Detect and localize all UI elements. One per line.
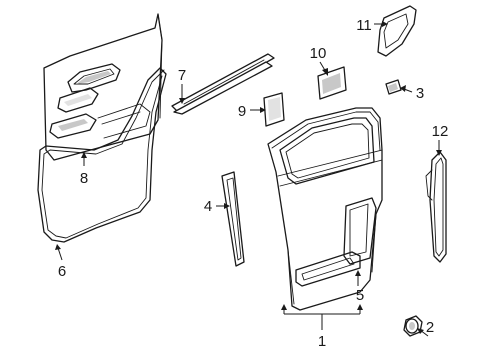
clip <box>385 79 402 95</box>
callout-12: 12 <box>432 123 449 140</box>
callout-6: 6 <box>58 263 66 280</box>
callout-10: 10 <box>310 45 327 62</box>
belt-moulding <box>171 53 275 115</box>
pad-9 <box>263 92 285 127</box>
callout-5: 5 <box>356 287 364 304</box>
callout-9: 9 <box>238 103 246 120</box>
callout-7: 7 <box>178 67 186 84</box>
callout-11: 11 <box>356 17 372 34</box>
plug <box>403 315 423 337</box>
pillar-moulding <box>221 171 245 267</box>
rear-weatherstrip <box>425 151 447 263</box>
rear-door-shell <box>267 107 383 311</box>
leaders <box>55 21 442 337</box>
callout-8: 8 <box>80 170 88 187</box>
callout-labels: 1 2 3 4 5 6 7 8 9 10 11 12 <box>58 17 449 350</box>
door-trim-panel <box>43 13 163 161</box>
door-weatherstrip <box>37 67 167 243</box>
callout-3: 3 <box>416 85 424 102</box>
pad-10 <box>317 66 347 100</box>
callout-2: 2 <box>426 319 434 336</box>
callout-1: 1 <box>318 333 326 350</box>
callout-4: 4 <box>204 198 212 215</box>
sash-cover <box>377 5 417 57</box>
